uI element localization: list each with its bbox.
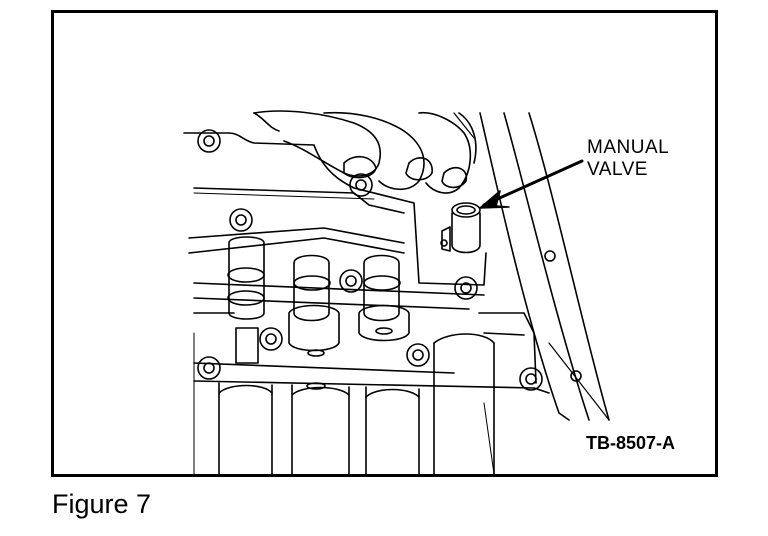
figure-caption: Figure 7	[52, 489, 152, 519]
valve-body-illustration	[183, 110, 610, 474]
bolt	[197, 356, 221, 380]
casing-hole	[570, 370, 582, 382]
callout-line-1: MANUAL	[587, 137, 670, 158]
figure-frame: MANUAL VALVE TB-8507-A	[51, 10, 718, 477]
valve-spool	[288, 254, 340, 357]
drawing-code: TB-8507-A	[586, 433, 676, 453]
bolt	[519, 367, 543, 391]
casing-hole	[544, 250, 556, 262]
callout-arrow	[482, 159, 584, 207]
bolt	[406, 343, 430, 367]
bolt	[229, 208, 253, 232]
manual-valve-callout: MANUAL VALVE	[587, 137, 669, 181]
callout-line-2: VALVE	[587, 159, 648, 180]
bolt	[349, 173, 373, 197]
bolt	[454, 276, 478, 300]
valve-spool	[358, 254, 410, 342]
valve-spool	[227, 236, 265, 364]
bolt	[339, 269, 363, 293]
bolt	[197, 129, 221, 153]
bolt	[259, 327, 283, 351]
